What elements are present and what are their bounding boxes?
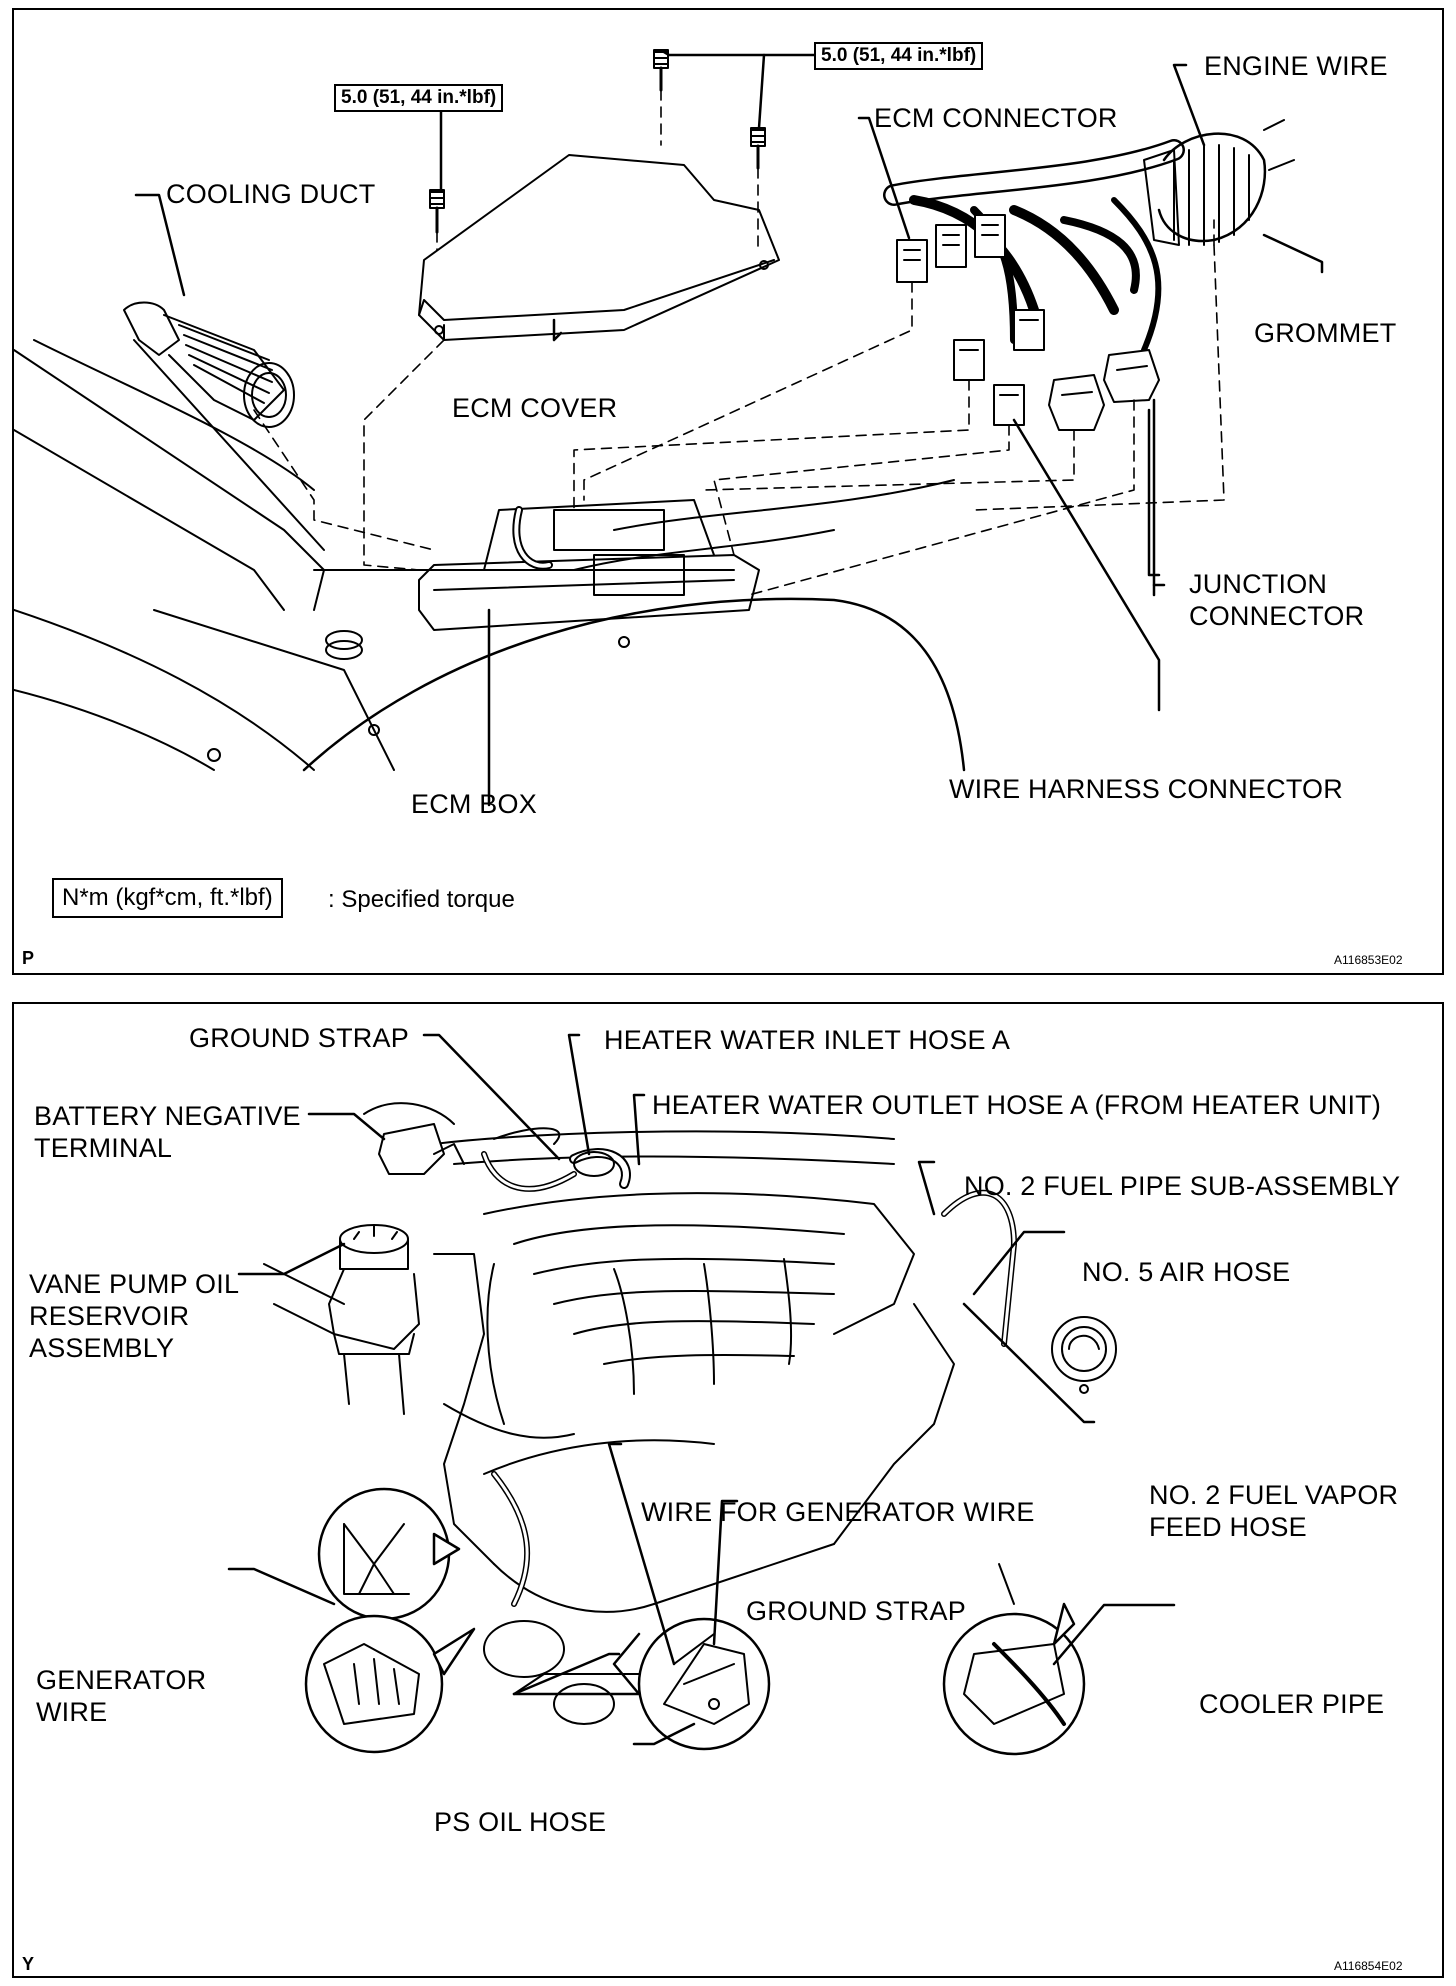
label-ground-strap-top: GROUND STRAP	[189, 1023, 409, 1053]
label-ecm-cover: ECM COVER	[452, 393, 618, 423]
label-ps-oil-hose: PS OIL HOSE	[434, 1807, 607, 1837]
label-wire-harness-connector: WIRE HARNESS CONNECTOR	[949, 774, 1343, 804]
label-vane-pump-line2: RESERVOIR	[29, 1301, 190, 1331]
label-engine-wire: ENGINE WIRE	[1204, 51, 1388, 81]
label-no5-air-hose: NO. 5 AIR HOSE	[1082, 1257, 1291, 1287]
panel-letter: Y	[22, 1954, 35, 1974]
torque-legend-text: : Specified torque	[328, 886, 515, 913]
label-ecm-box: ECM BOX	[411, 789, 537, 819]
label-junction-connector-line1: JUNCTION	[1189, 569, 1328, 599]
figure-code: A116854E02	[1334, 1959, 1403, 1973]
label-battery-negative-line1: BATTERY NEGATIVE	[34, 1101, 301, 1131]
figure-code: A116853E02	[1334, 953, 1403, 967]
label-cooler-pipe: COOLER PIPE	[1199, 1689, 1385, 1719]
engine-bay-illustration	[227, 1033, 1176, 1756]
label-heater-water-inlet-hose: HEATER WATER INLET HOSE A	[604, 1025, 1011, 1055]
label-no2-fuel-pipe: NO. 2 FUEL PIPE SUB-ASSEMBLY	[964, 1171, 1401, 1201]
label-ecm-connector: ECM CONNECTOR	[874, 103, 1118, 133]
label-vane-pump-line1: VANE PUMP OIL	[29, 1269, 240, 1299]
label-battery-negative-line2: TERMINAL	[34, 1133, 173, 1163]
label-ground-strap-bottom: GROUND STRAP	[746, 1596, 966, 1626]
bottom-diagram-panel: GROUND STRAP HEATER WATER INLET HOSE A H…	[12, 1002, 1444, 1978]
label-fuel-vapor-feed-hose-line1: NO. 2 FUEL VAPOR	[1149, 1480, 1399, 1510]
label-grommet: GROMMET	[1254, 318, 1397, 348]
torque-spec-box-right: 5.0 (51, 44 in.*lbf)	[814, 42, 984, 70]
label-fuel-vapor-feed-hose-line2: FEED HOSE	[1149, 1512, 1307, 1542]
label-generator-wire-line2: WIRE	[36, 1697, 108, 1727]
torque-spec-box-left: 5.0 (51, 44 in.*lbf)	[334, 84, 504, 112]
label-vane-pump-line3: ASSEMBLY	[29, 1333, 175, 1363]
label-cooling-duct: COOLING DUCT	[166, 179, 376, 209]
panel-letter: P	[22, 948, 35, 968]
label-heater-water-outlet-hose: HEATER WATER OUTLET HOSE A (FROM HEATER …	[652, 1090, 1382, 1120]
top-diagram-panel: 5.0 (51, 44 in.*lbf) 5.0 (51, 44 in.*lbf…	[12, 8, 1444, 975]
label-junction-connector-line2: CONNECTOR	[1189, 601, 1365, 631]
label-wire-for-generator-wire: WIRE FOR GENERATOR WIRE	[641, 1497, 1035, 1527]
label-generator-wire-line1: GENERATOR	[36, 1665, 207, 1695]
torque-legend-box: N*m (kgf*cm, ft.*lbf)	[52, 878, 283, 918]
ecm-exploded-illustration	[14, 49, 1324, 807]
